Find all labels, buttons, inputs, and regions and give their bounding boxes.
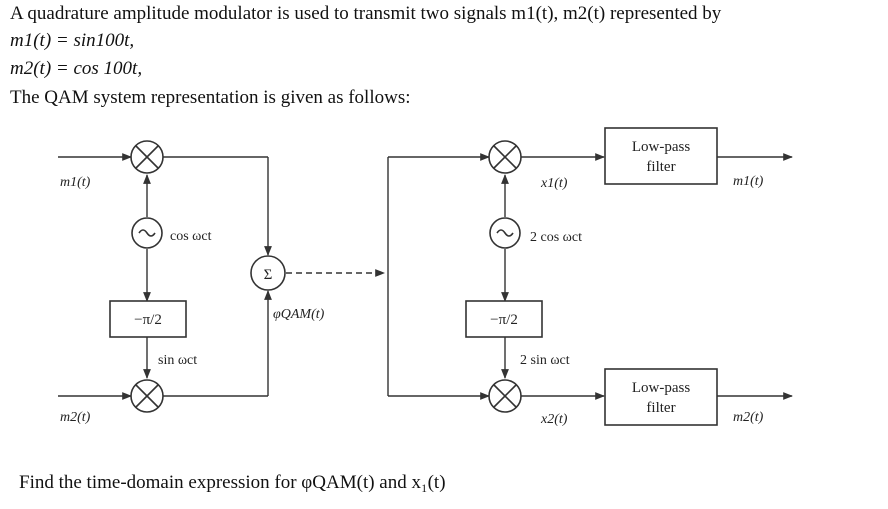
lpf-top <box>604 127 718 185</box>
question-text: Find the time-domain expression for φQAM… <box>19 472 446 493</box>
lpf-top-line1: Low-pass <box>632 139 690 155</box>
rx-multiplier-top <box>488 140 522 174</box>
rx-oscillator <box>489 217 521 249</box>
label-tx-shift: −π/2 <box>134 312 162 328</box>
label-m2-in: m2(t) <box>60 410 91 425</box>
label-summer: Σ <box>264 267 273 283</box>
label-rx-cos: 2 cos ωct <box>530 230 582 245</box>
label-tx-cos: cos ωct <box>170 229 212 244</box>
equation-m1: m1(t) = sin100t, <box>10 30 134 52</box>
label-rx-shift: −π/2 <box>490 312 518 328</box>
tx-oscillator <box>131 217 163 249</box>
label-x2: x2(t) <box>540 412 568 427</box>
lpf-bottom <box>604 368 718 426</box>
label-phi-qam: φQAM(t) <box>273 307 325 322</box>
label-m2-out: m2(t) <box>733 410 764 425</box>
tx-phase-shifter <box>109 300 187 338</box>
equation-m2-rhs: cos 100t, <box>73 58 143 79</box>
label-rx-sin: 2 sin ωct <box>520 353 570 368</box>
tx-summer <box>250 255 286 291</box>
equation-m2: m2(t) = cos 100t, <box>10 58 142 80</box>
equation-m1-lhs: m1(t) = <box>10 30 74 51</box>
label-tx-sin: sin ωct <box>158 353 197 368</box>
label-m1-out: m1(t) <box>733 174 764 189</box>
problem-intro: A quadrature amplitude modulator is used… <box>10 3 722 24</box>
lpf-top-line2: filter <box>646 159 675 175</box>
rx-multiplier-bottom <box>488 379 522 413</box>
tx-multiplier-bottom <box>130 379 164 413</box>
lpf-bottom-line2: filter <box>646 400 675 416</box>
rx-phase-shifter <box>465 300 543 338</box>
tx-multiplier-top <box>130 140 164 174</box>
equation-m2-lhs: m2(t) = <box>10 58 74 79</box>
label-m1-in: m1(t) <box>60 175 91 190</box>
system-line: The QAM system representation is given a… <box>10 87 411 108</box>
lpf-bottom-line1: Low-pass <box>632 380 690 396</box>
label-x1: x1(t) <box>540 176 568 191</box>
equation-m1-rhs: sin100t, <box>73 30 135 51</box>
